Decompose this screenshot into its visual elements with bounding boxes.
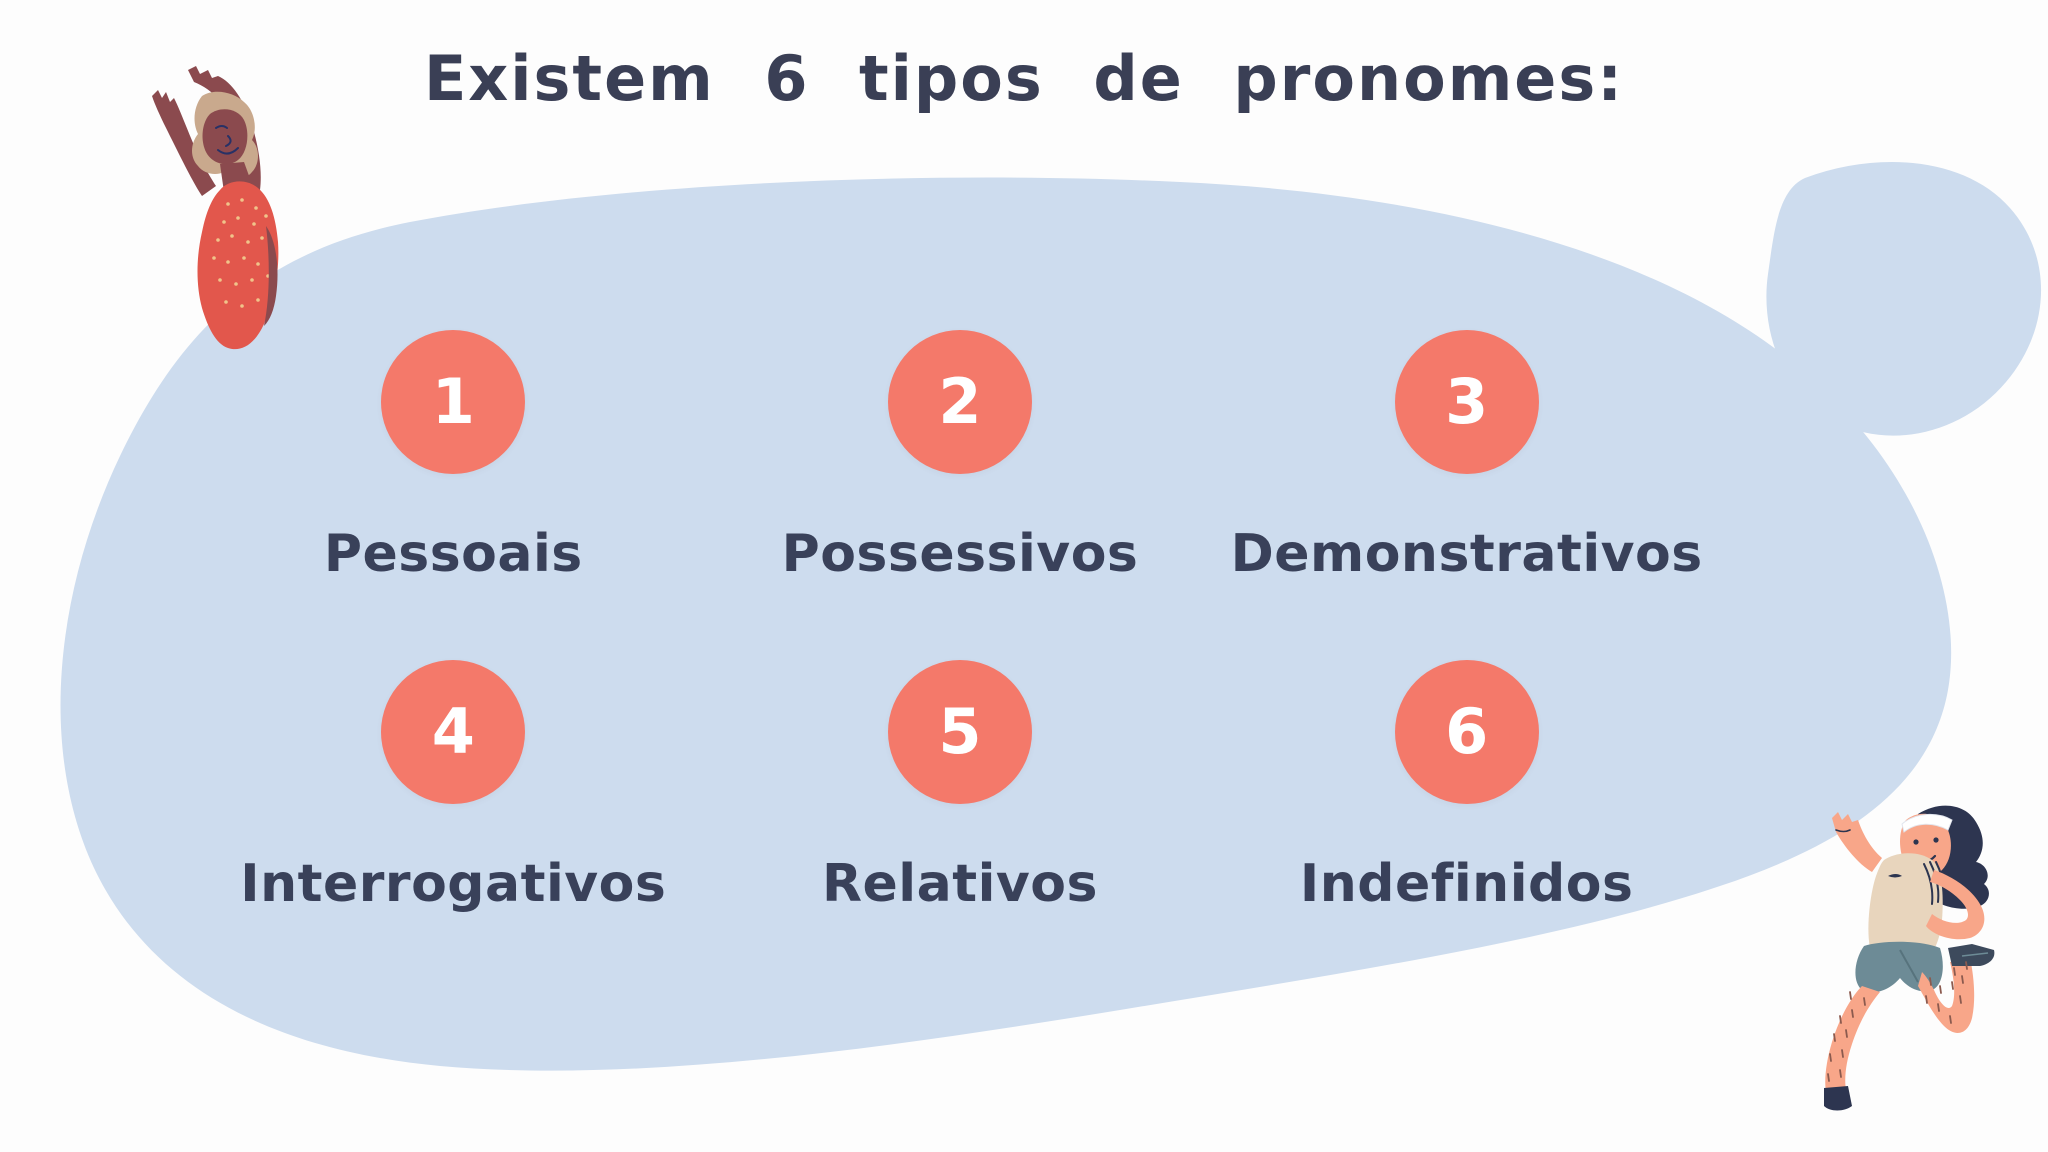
runner-back-leg bbox=[1825, 986, 1880, 1092]
pronoun-type-grid: 1 Pessoais 2 Possessivos 3 Demonstrativo… bbox=[200, 330, 1720, 990]
runner-hip-arm bbox=[1926, 870, 1985, 940]
dancer-face-features bbox=[215, 125, 239, 155]
number-badge-6: 6 bbox=[1394, 660, 1539, 804]
pronoun-label-4: Interrogativos bbox=[240, 854, 667, 914]
pronoun-item-2[interactable]: 2 Possessivos bbox=[707, 330, 1214, 660]
page-title: Existem 6 tipos de pronomes: bbox=[423, 42, 1625, 115]
pronoun-label-1: Pessoais bbox=[323, 524, 583, 584]
runner-hand-lines bbox=[1835, 829, 1851, 833]
running-woman-illustration bbox=[1824, 805, 1995, 1111]
pronoun-item-4[interactable]: 4 Interrogativos bbox=[200, 660, 707, 990]
number-badge-2: 2 bbox=[887, 330, 1032, 474]
pronoun-item-1[interactable]: 1 Pessoais bbox=[200, 330, 707, 660]
pronoun-item-3[interactable]: 3 Demonstrativos bbox=[1213, 330, 1720, 660]
runner-face bbox=[1900, 813, 1951, 877]
dancer-dress-sequins bbox=[212, 198, 274, 308]
number-badge-3: 3 bbox=[1394, 330, 1539, 474]
number-badge-1: 1 bbox=[381, 330, 526, 474]
number-badge-5: 5 bbox=[887, 660, 1032, 804]
dancer-neck bbox=[220, 162, 252, 192]
runner-back-shoe bbox=[1824, 1086, 1852, 1111]
runner-headband bbox=[1901, 814, 1953, 833]
runner-front-shoe-line bbox=[1961, 952, 1989, 957]
runner-tank-logo bbox=[1888, 874, 1902, 878]
runner-leg-texture bbox=[1827, 961, 1968, 1082]
runner-front-shoe bbox=[1948, 944, 1995, 966]
runner-shoulder-stripes bbox=[1923, 861, 1946, 905]
corner-blob-shape bbox=[1766, 162, 2042, 436]
dancer-face bbox=[202, 109, 248, 165]
runner-tank-top bbox=[1868, 853, 1943, 958]
runner-shorts bbox=[1855, 941, 1943, 993]
number-badge-4: 4 bbox=[381, 660, 526, 804]
pronoun-label-3: Demonstrativos bbox=[1230, 524, 1703, 584]
runner-front-leg bbox=[1918, 958, 1975, 1033]
pronoun-label-6: Indefinidos bbox=[1299, 854, 1634, 914]
pronoun-item-6[interactable]: 6 Indefinidos bbox=[1213, 660, 1720, 990]
dancer-dress bbox=[197, 181, 279, 350]
runner-face-features bbox=[1913, 837, 1939, 863]
pronoun-label-5: Relativos bbox=[822, 854, 1098, 914]
pronoun-label-2: Possessivos bbox=[781, 524, 1139, 584]
runner-hair-back bbox=[1911, 805, 1989, 909]
runner-shorts-fold bbox=[1899, 949, 1919, 983]
dancer-dress-shadow bbox=[264, 226, 278, 326]
pronoun-item-5[interactable]: 5 Relativos bbox=[707, 660, 1214, 990]
runner-raised-arm bbox=[1832, 812, 1882, 872]
